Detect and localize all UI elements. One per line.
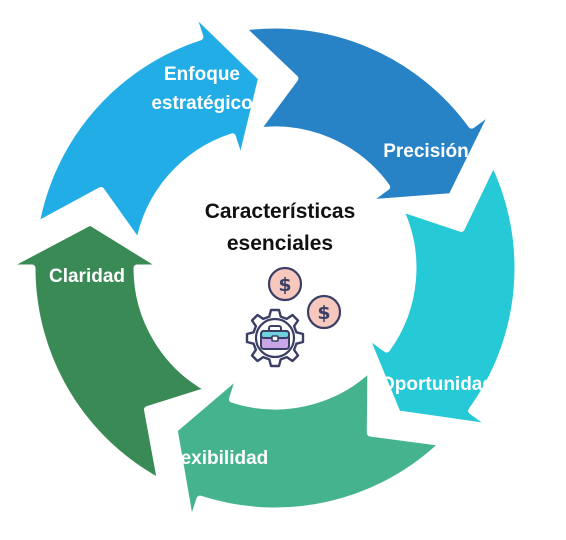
cycle-arrow-oportunidad [360,158,522,432]
cycle-arrow-precision [237,21,499,207]
segment-label-line: estratégico [151,93,253,114]
center-title-line: Características [204,200,356,223]
segment-label-line: Oportunidad [380,374,494,395]
segment-label-line: Flexibilidad [163,448,269,469]
cycle-arrow-flexibilidad [170,363,448,531]
center-title-line: esenciales [226,232,334,255]
segment-label-enfoque: Enfoque estratégico [137,60,267,118]
segment-label-oportunidad: Oportunidad [362,370,512,399]
segment-label-flexibilidad: Flexibilidad [146,444,286,473]
briefcase-icon [260,325,290,350]
center-title: Características esenciales [170,196,390,260]
segment-label-claridad: Claridad [32,262,142,291]
gear-briefcase-dollar-icon: $ $ [245,266,342,368]
dollar-coin-icon: $ [267,266,303,302]
cycle-arrow-enfoque [32,5,266,248]
dollar-coin-icon: $ [306,294,342,330]
svg-text:$: $ [278,274,291,296]
segment-label-line: Enfoque [164,64,240,85]
cycle-arrow-claridad [0,218,214,487]
segment-label-line: Claridad [48,266,126,287]
segment-label-precision: Precisión [366,137,486,166]
svg-text:$: $ [317,302,330,324]
segment-label-line: Precisión [383,141,469,162]
